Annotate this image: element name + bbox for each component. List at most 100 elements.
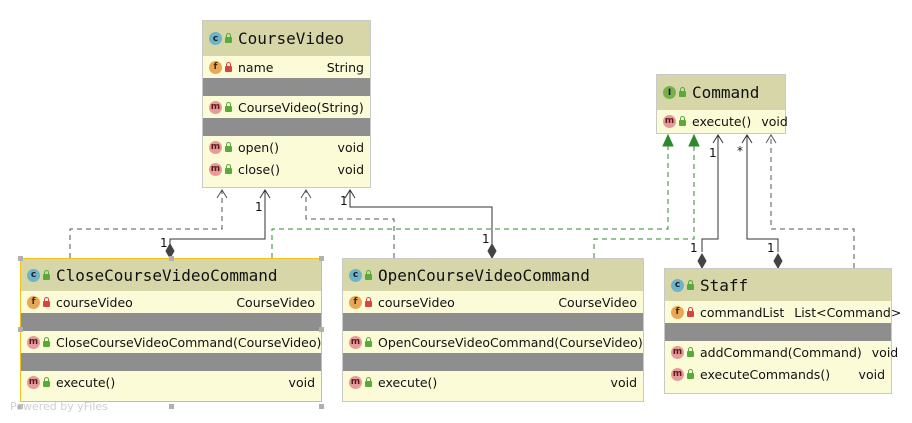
association-staff-command-1 [697, 134, 724, 270]
selection-handle[interactable] [18, 327, 23, 332]
method-name: open() [238, 139, 279, 155]
field-row[interactable]: f courseVideo CourseVideo [21, 291, 321, 313]
field-type: CourseVideo [558, 294, 637, 310]
constructor-row[interactable]: m OpenCourseVideoCommand(CourseVideo) [343, 331, 643, 353]
mult-close-cv-target: 1 [255, 200, 263, 214]
interface-title: Command [692, 83, 760, 102]
mult-staff-cmd-target-1: 1 [709, 146, 717, 160]
public-icon [687, 279, 694, 290]
section-separator [203, 78, 370, 96]
field-type: String [326, 59, 364, 75]
method-row[interactable]: m close() void [203, 158, 370, 180]
public-icon [225, 101, 232, 112]
method-row[interactable]: m execute() void [21, 371, 321, 393]
class-icon: c [349, 268, 362, 282]
constructor-name: CloseCourseVideoCommand(CourseVideo) [56, 334, 322, 350]
class-header: c CourseVideo [203, 21, 370, 56]
section-separator [665, 323, 891, 341]
field-icon: f [349, 295, 362, 309]
section-separator [21, 313, 321, 331]
class-staff[interactable]: c Staff f commandList List<Command> m ad… [664, 268, 901, 394]
public-icon [679, 115, 686, 126]
selection-handle[interactable] [319, 327, 324, 332]
field-name: name [238, 59, 274, 75]
method-row[interactable]: m execute() void [343, 371, 643, 393]
method-icon: m [671, 345, 684, 359]
constructor-name: CourseVideo(String) [238, 99, 364, 115]
class-title: Staff [700, 275, 749, 295]
method-icon: m [349, 335, 362, 349]
interface-command[interactable]: I Command m execute() void [656, 74, 788, 134]
selection-handle[interactable] [319, 256, 324, 261]
selection-handle[interactable] [169, 256, 174, 261]
selection-handle[interactable] [169, 404, 174, 409]
selection-handle[interactable] [319, 404, 324, 409]
method-row[interactable]: m open() void [203, 136, 370, 158]
field-type: List<Command> [794, 304, 902, 320]
method-icon: m [27, 335, 40, 349]
method-row[interactable]: m execute() void [657, 110, 788, 132]
field-row[interactable]: f courseVideo CourseVideo [343, 291, 643, 313]
public-icon [225, 163, 232, 174]
constructor-name: OpenCourseVideoCommand(CourseVideo) [378, 334, 643, 350]
method-row[interactable]: m executeCommands() void [665, 363, 891, 385]
public-icon [687, 346, 694, 357]
mult-staff-cmd-source-1: 1 [690, 241, 698, 255]
class-coursevideo[interactable]: c CourseVideo f name String m CourseVide… [202, 20, 371, 188]
method-type: void [288, 374, 315, 390]
section-separator [343, 313, 643, 331]
selection-handle[interactable] [18, 404, 23, 409]
method-name: execute() [692, 113, 752, 129]
dependency-staff-command [765, 134, 855, 268]
public-icon [365, 336, 372, 347]
mult-open-cv-source: 1 [482, 232, 490, 246]
class-closecoursevideocommand[interactable]: c CloseCourseVideoCommand f courseVideo … [20, 258, 322, 402]
association-staff-command-2 [741, 134, 783, 270]
method-name: executeCommands() [700, 366, 831, 382]
method-type: void [871, 344, 899, 360]
class-header: c CloseCourseVideoCommand [21, 259, 321, 291]
interface-header: I Command [657, 75, 785, 110]
mult-close-cv-source: 1 [160, 236, 168, 250]
mult-open-cv-target: 1 [340, 194, 348, 208]
field-name: courseVideo [378, 294, 455, 310]
method-row[interactable]: m addCommand(Command) void [665, 341, 898, 363]
field-name: commandList [700, 304, 785, 320]
method-name: execute() [56, 374, 116, 390]
private-icon [365, 296, 372, 307]
private-icon [687, 306, 694, 317]
dependency-close-to-coursevideo [69, 189, 228, 258]
field-icon: f [671, 305, 684, 319]
watermark: Powered by yFiles [10, 400, 108, 413]
method-type: void [858, 366, 885, 382]
association-open-coursevideo [344, 189, 497, 260]
method-name: close() [238, 161, 280, 177]
method-icon: m [663, 114, 676, 128]
section-separator [203, 118, 370, 136]
field-row[interactable]: f name String [203, 56, 370, 78]
public-icon [687, 368, 694, 379]
selection-handle[interactable] [18, 256, 23, 261]
association-close-coursevideo [165, 189, 271, 260]
field-row[interactable]: f commandList List<Command> [665, 301, 901, 323]
private-icon [225, 61, 232, 72]
class-title: OpenCourseVideoCommand [378, 265, 590, 285]
constructor-row[interactable]: m CloseCourseVideoCommand(CourseVideo) [21, 331, 321, 353]
method-type: void [337, 161, 364, 177]
class-opencoursevideocommand[interactable]: c OpenCourseVideoCommand f courseVideo C… [342, 258, 644, 402]
public-icon [225, 141, 232, 152]
mult-staff-cmd-source-2: 1 [767, 241, 775, 255]
method-icon: m [671, 367, 684, 381]
constructor-row[interactable]: m CourseVideo(String) [203, 96, 370, 118]
class-icon: c [671, 278, 684, 292]
public-icon [365, 269, 372, 280]
implements-close-command [271, 133, 674, 258]
method-icon: m [209, 162, 222, 176]
method-icon: m [349, 375, 362, 389]
method-icon: m [209, 100, 222, 114]
class-title: CourseVideo [238, 29, 344, 48]
method-icon: m [209, 140, 222, 154]
field-name: courseVideo [56, 294, 133, 310]
class-icon: c [209, 32, 222, 45]
